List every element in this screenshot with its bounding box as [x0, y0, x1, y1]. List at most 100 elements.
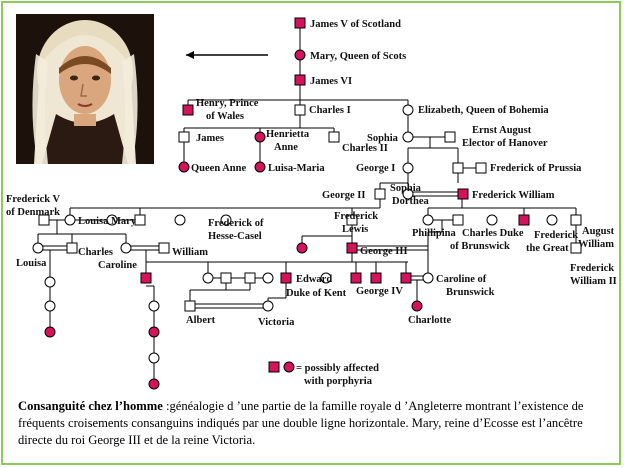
- caption-title: Consanguité chez l’homme: [18, 399, 163, 413]
- female-george-ii-daughter: [106, 214, 118, 226]
- label-louisa: Louisa: [16, 258, 47, 269]
- female-george-iii-daughter: [320, 272, 332, 284]
- female-caroline-line-1: [148, 300, 160, 312]
- label-henrietta-2: Anne: [274, 142, 298, 153]
- label-frederick-great-1: Frederick: [534, 230, 578, 241]
- caption-text: :généalogie d ’une partie de la famille …: [18, 399, 584, 447]
- affected-male-george-iii: [346, 242, 358, 254]
- legend-text-2: with porphyria: [304, 376, 373, 387]
- affected-female-henrietta: [254, 131, 266, 143]
- label-frederick-lewis-1: Frederick: [334, 211, 378, 222]
- male-william: [158, 242, 170, 254]
- male-charles: [66, 242, 78, 254]
- label-charles-i: Charles I: [309, 105, 351, 116]
- label-james-v: James V of Scotland: [310, 19, 401, 30]
- label-frederick-william: Frederick William: [472, 190, 555, 201]
- label-august-william-1: August: [582, 226, 615, 237]
- pedigree-labels: James V of Scotland Mary, Queen of Scots…: [6, 19, 617, 387]
- affected-male-james-v: [294, 17, 306, 29]
- male-frederick-v: [38, 214, 50, 226]
- label-sophia-d-2: Dorthea: [392, 196, 429, 207]
- female-louisa-mary: [64, 214, 76, 226]
- affected-male-frederick-the-great: [518, 214, 530, 226]
- male-victoria-line-2: [244, 272, 256, 284]
- pedigree-symbols: [32, 17, 582, 390]
- affected-male-george-iv: [370, 272, 382, 284]
- affected-female-luisa-maria: [254, 161, 266, 173]
- label-charles-ii: Charles II: [342, 143, 388, 154]
- label-george-iii: George III: [360, 246, 408, 257]
- label-luisa-maria: Luisa-Maria: [268, 163, 325, 174]
- male-charles-duke: [452, 214, 464, 226]
- label-edward-2: Duke of Kent: [286, 288, 347, 299]
- label-charles: Charles: [78, 247, 113, 258]
- label-george-ii: George II: [322, 190, 365, 201]
- label-george-i: George I: [356, 163, 395, 174]
- label-queen-anne: Queen Anne: [191, 163, 246, 174]
- female-phillipina: [422, 214, 434, 226]
- male-frederick-lewis: [346, 214, 358, 226]
- affected-male-george-iii-son-2: [400, 272, 412, 284]
- affected-female-caroline-line-2: [148, 378, 160, 390]
- affected-female-frederick-lewis-line: [296, 242, 308, 254]
- label-albert: Albert: [186, 315, 216, 326]
- arrow-icon: [186, 51, 268, 59]
- female-caroline-line-3: [148, 352, 160, 364]
- affected-female-caroline-line: [148, 326, 160, 338]
- female-caroline: [120, 242, 132, 254]
- male-james: [178, 131, 190, 143]
- female-victoria-mother: [262, 272, 274, 284]
- label-frederick-lewis-2: Lewis: [342, 224, 368, 235]
- female-louisa-line-2: [44, 300, 56, 312]
- affected-male-george-iii-son: [350, 272, 362, 284]
- label-henrietta-1: Henrietta: [266, 129, 310, 140]
- label-frederick-prussia: Frederick of Prussia: [490, 163, 582, 174]
- label-frederick-william-ii-1: Frederick: [570, 263, 614, 274]
- affected-male-james-vi: [294, 74, 306, 86]
- male-george-ii: [374, 188, 386, 200]
- label-frederick-great-2: the Great: [526, 243, 569, 254]
- female-caroline-of-brunswick: [422, 272, 434, 284]
- male-frederick-of-hesse: [134, 214, 146, 226]
- label-elizabeth: Elizabeth, Queen of Bohemia: [418, 105, 549, 116]
- female-sophia-daughter: [402, 162, 414, 174]
- affected-male-caroline-line: [140, 272, 152, 284]
- female-victoria: [262, 300, 274, 312]
- label-ernst-2: Elector of Hanover: [462, 138, 548, 149]
- legend-affected-male: [268, 361, 280, 373]
- label-frederick-william-ii-2: William II: [570, 276, 617, 287]
- label-caroline-brunswick-1: Caroline of: [436, 274, 487, 285]
- label-frederick-v-2: of Denmark: [6, 207, 60, 218]
- label-james-vi: James VI: [310, 76, 352, 87]
- affected-female-charlotte: [411, 300, 423, 312]
- female-elizabeth: [402, 104, 414, 116]
- male-charles-ii: [328, 131, 340, 143]
- label-ernst-1: Ernst August: [472, 125, 532, 136]
- legend-affected-female: [283, 361, 295, 373]
- female-frederick-william-daughter-2: [546, 214, 558, 226]
- female-frederick-william-daughter: [486, 214, 498, 226]
- male-albert: [184, 300, 196, 312]
- label-august-william-2: William: [578, 239, 614, 250]
- label-caroline-brunswick-2: Brunswick: [446, 287, 495, 298]
- female-victoria-line-1: [202, 272, 214, 284]
- affected-female-mary: [294, 49, 306, 61]
- female-george-ii-daughter-2: [174, 214, 186, 226]
- portrait-mary-queen-of-scots: [16, 14, 154, 164]
- pedigree-chart: James V of Scotland Mary, Queen of Scots…: [6, 17, 617, 390]
- label-frederick-hesse-2: Hesse-Casel: [208, 231, 262, 242]
- female-george-ii-daughter-3: [220, 214, 232, 226]
- female-louisa: [32, 242, 44, 254]
- label-frederick-hesse-1: Frederick of: [208, 218, 264, 229]
- legend-text-1: = possibly affected: [296, 363, 379, 374]
- male-august-william: [570, 214, 582, 226]
- affected-female-louisa-line: [44, 326, 56, 338]
- label-charlotte: Charlotte: [408, 315, 451, 326]
- female-sophia: [402, 131, 414, 143]
- label-james: James: [196, 133, 224, 144]
- label-henry-2: of Wales: [206, 111, 244, 122]
- figure-caption: Consanguité chez l’homme :généalogie d ’…: [18, 398, 614, 449]
- male-charles-i: [294, 104, 306, 116]
